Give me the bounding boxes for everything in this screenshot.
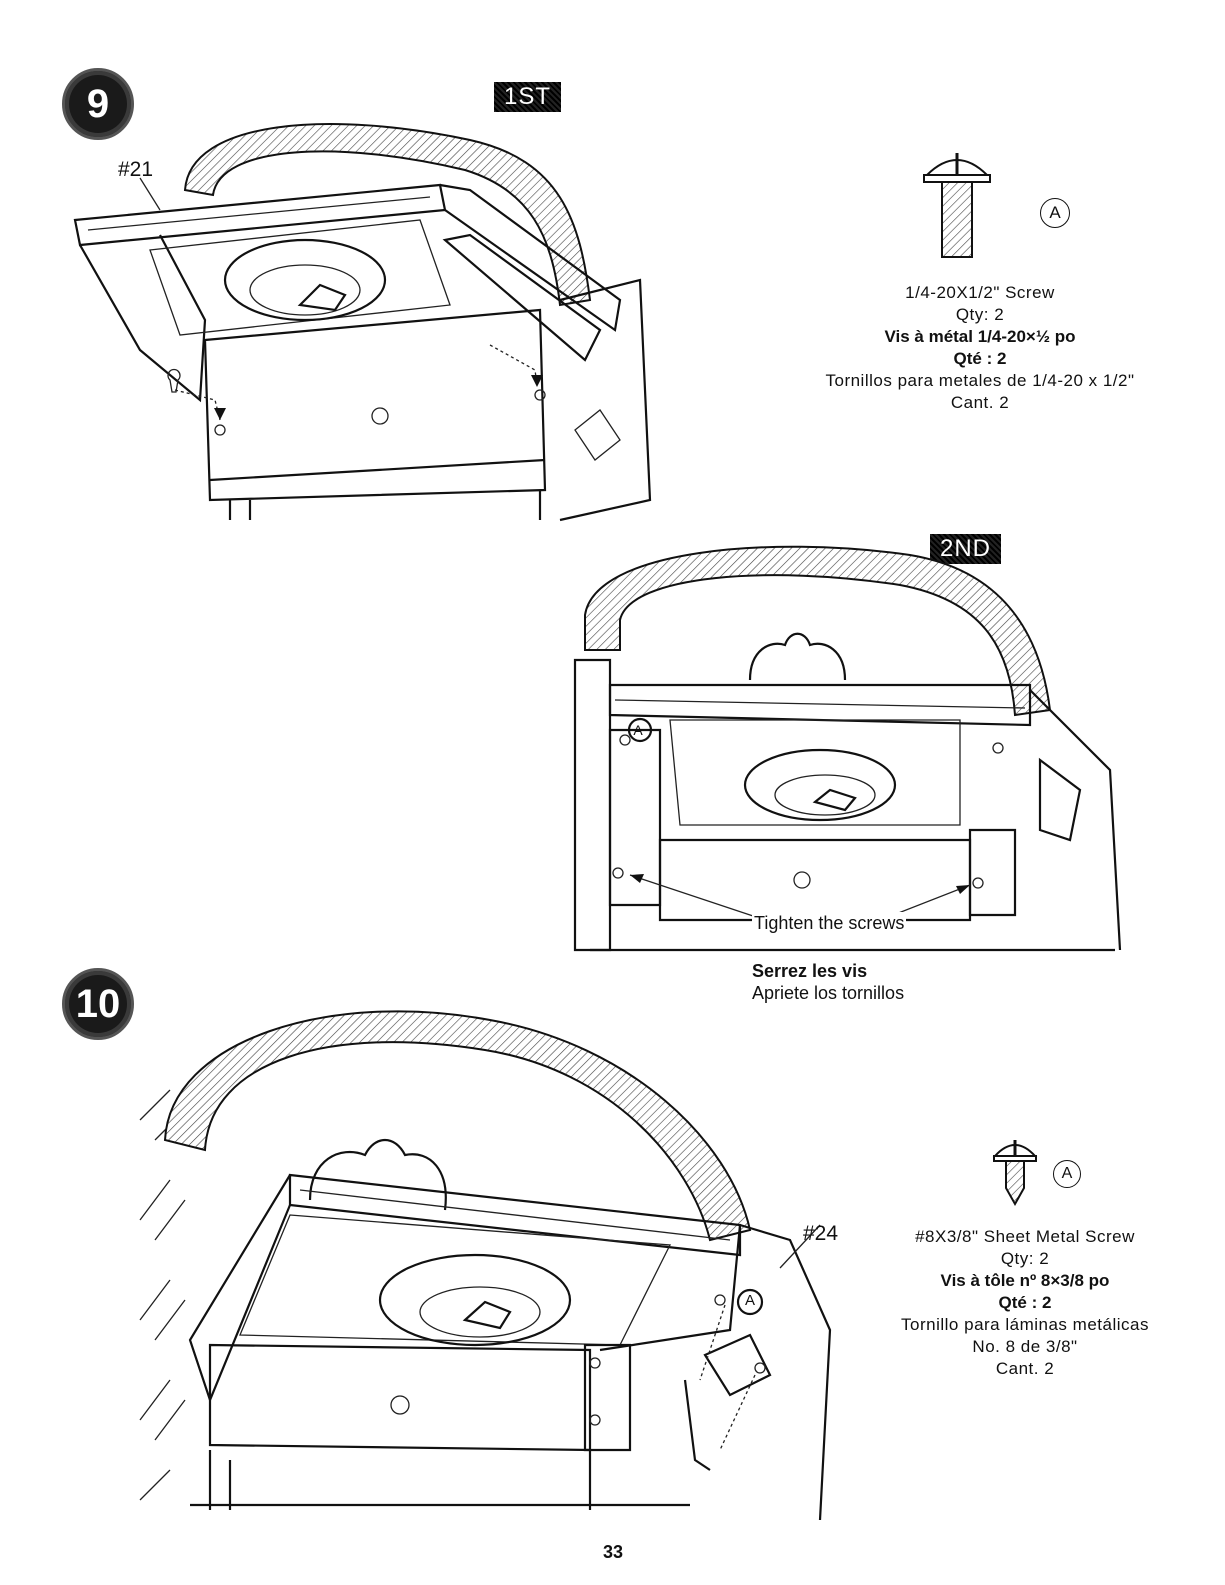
spec10-name-en: #8X3/8" Sheet Metal Screw	[915, 1227, 1135, 1246]
part-21-label: #21	[118, 158, 154, 181]
spec10-qty-es: Cant. 2	[995, 1359, 1055, 1378]
first-order-label: 1ST	[504, 83, 552, 110]
screw-a-icon	[923, 153, 991, 258]
spec10-qty-en: Qty: 2	[1000, 1249, 1050, 1268]
second-order-label: 2ND	[940, 535, 992, 562]
second-a-marker-letter: A	[633, 722, 643, 738]
tighten-callout-fr: Serrez les vis	[752, 961, 868, 981]
page-number: 33	[603, 1542, 624, 1562]
hardware-a-letter-10: A	[1061, 1165, 1073, 1182]
step-10-number: 10	[75, 981, 121, 1026]
step-10-hardware-spec: #8X3/8" Sheet Metal Screw Qty: 2 Vis à t…	[880, 1226, 1170, 1380]
spec-qty-fr: Qté : 2	[953, 349, 1007, 368]
hardware-a-marker-10: A	[1053, 1160, 1081, 1188]
spec10-name-es-2: No. 8 de 3/8"	[972, 1337, 1078, 1356]
spec-name-en: 1/4-20X1/2" Screw	[905, 283, 1055, 302]
step-9-hardware-spec: 1/4-20X1/2" Screw Qty: 2 Vis à métal 1/4…	[815, 282, 1145, 414]
spec-name-es: Tornillos para metales de 1/4-20 x 1/2"	[825, 371, 1135, 390]
part-24-label: #24	[803, 1222, 839, 1245]
spec10-name-fr: Vis à tôle nº 8×3/8 po	[940, 1271, 1110, 1290]
spec-qty-es: Cant. 2	[950, 393, 1010, 412]
step-9-second-illustration	[573, 545, 1122, 952]
spec-qty-en: Qty: 2	[955, 305, 1005, 324]
step-9-badge: 9	[62, 68, 134, 140]
step-10-a-marker-letter: A	[744, 1292, 755, 1309]
step-9-illustration	[73, 123, 652, 522]
spec-name-fr: Vis à métal 1/4-20×½ po	[884, 327, 1076, 346]
step-9-number: 9	[86, 81, 110, 126]
step-10-illustration	[139, 1010, 832, 1521]
step-10-badge: 10	[62, 968, 134, 1040]
hardware-a-letter: A	[1049, 203, 1061, 222]
hardware-a-marker: A	[1040, 198, 1070, 228]
first-order-tag: 1ST	[494, 82, 562, 112]
tighten-callout-es: Apriete los tornillos	[752, 983, 905, 1003]
tighten-callout-en: Tighten the screws	[752, 912, 907, 934]
spec10-name-es-1: Tornillo para láminas metálicas	[901, 1315, 1149, 1334]
spec10-qty-fr: Qté : 2	[998, 1293, 1052, 1312]
second-order-tag: 2ND	[930, 534, 1002, 564]
sheet-metal-screw-icon	[992, 1140, 1038, 1207]
